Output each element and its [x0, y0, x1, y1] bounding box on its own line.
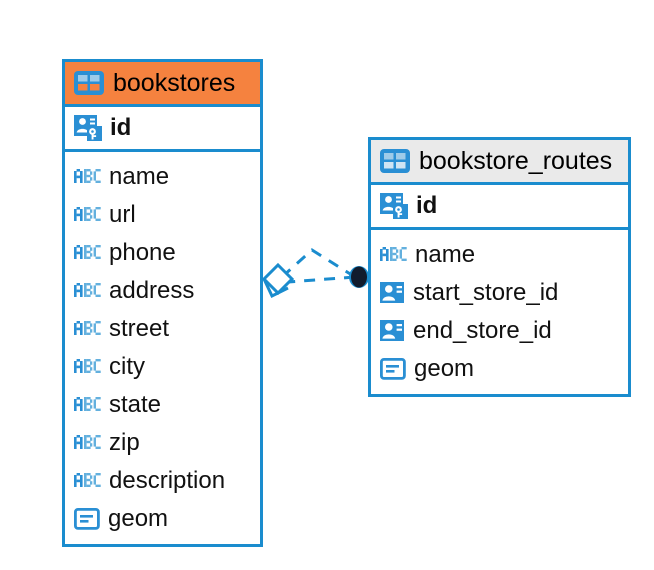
text-abc-icon: [74, 245, 101, 261]
text-abc-icon: [74, 283, 101, 299]
field-label: zip: [109, 429, 140, 456]
field-row[interactable]: zip: [65, 424, 260, 462]
field-row[interactable]: address: [65, 272, 260, 310]
relationship-source-diamond-icon: [261, 262, 295, 299]
text-abc-icon: [74, 321, 101, 337]
field-label: url: [109, 201, 136, 228]
entity-header-bookstore-routes[interactable]: bookstore_routes: [371, 140, 628, 185]
field-row[interactable]: name: [371, 236, 628, 274]
entity-bookstore-routes[interactable]: bookstore_routes id: [368, 137, 631, 397]
primary-key-row-bookstores[interactable]: id: [65, 107, 260, 152]
primary-key-icon: [74, 115, 102, 141]
table-icon: [380, 149, 410, 173]
field-label: street: [109, 315, 170, 342]
primary-key-label: id: [416, 192, 438, 219]
entity-title: bookstore_routes: [419, 146, 613, 175]
primary-key-row-bookstore-routes[interactable]: id: [371, 185, 628, 230]
text-abc-icon: [74, 435, 101, 451]
field-label: start_store_id: [413, 279, 559, 306]
geometry-icon: [74, 508, 100, 530]
text-abc-icon: [380, 247, 407, 263]
field-label: city: [109, 353, 145, 380]
field-row[interactable]: state: [65, 386, 260, 424]
foreign-key-icon: [380, 282, 405, 304]
field-label: phone: [109, 239, 176, 266]
field-label: state: [109, 391, 162, 418]
text-abc-icon: [74, 397, 101, 413]
field-row[interactable]: url: [65, 196, 260, 234]
field-list-bookstores: name: [65, 152, 260, 544]
field-label: name: [415, 241, 476, 268]
text-abc-icon: [74, 359, 101, 375]
entity-bookstores[interactable]: bookstores id: [62, 59, 263, 547]
field-row[interactable]: street: [65, 310, 260, 348]
relationship-line-fan: [280, 248, 356, 279]
table-icon: [74, 71, 104, 95]
foreign-key-icon: [380, 320, 405, 342]
text-abc-icon: [74, 207, 101, 223]
geometry-icon: [380, 358, 406, 380]
field-row[interactable]: end_store_id: [371, 312, 628, 350]
field-row[interactable]: start_store_id: [371, 274, 628, 312]
field-row[interactable]: geom: [65, 500, 260, 538]
field-label: geom: [414, 355, 475, 382]
field-row[interactable]: geom: [371, 350, 628, 388]
primary-key-label: id: [110, 114, 132, 141]
field-label: end_store_id: [413, 317, 552, 344]
field-row[interactable]: name: [65, 158, 260, 196]
relationship-line-middle: [287, 275, 356, 284]
entity-title: bookstores: [113, 68, 236, 97]
text-abc-icon: [74, 473, 101, 489]
relationship-target-circle-icon: [349, 266, 369, 288]
primary-key-icon: [380, 193, 408, 219]
field-list-bookstore-routes: name start_store_id: [371, 230, 628, 394]
field-label: geom: [108, 505, 169, 532]
text-abc-icon: [74, 169, 101, 185]
entity-header-bookstores[interactable]: bookstores: [65, 62, 260, 107]
field-label: address: [109, 277, 195, 304]
field-row[interactable]: city: [65, 348, 260, 386]
field-row[interactable]: phone: [65, 234, 260, 272]
field-label: name: [109, 163, 170, 190]
field-row[interactable]: description: [65, 462, 260, 500]
field-label: description: [109, 467, 226, 494]
